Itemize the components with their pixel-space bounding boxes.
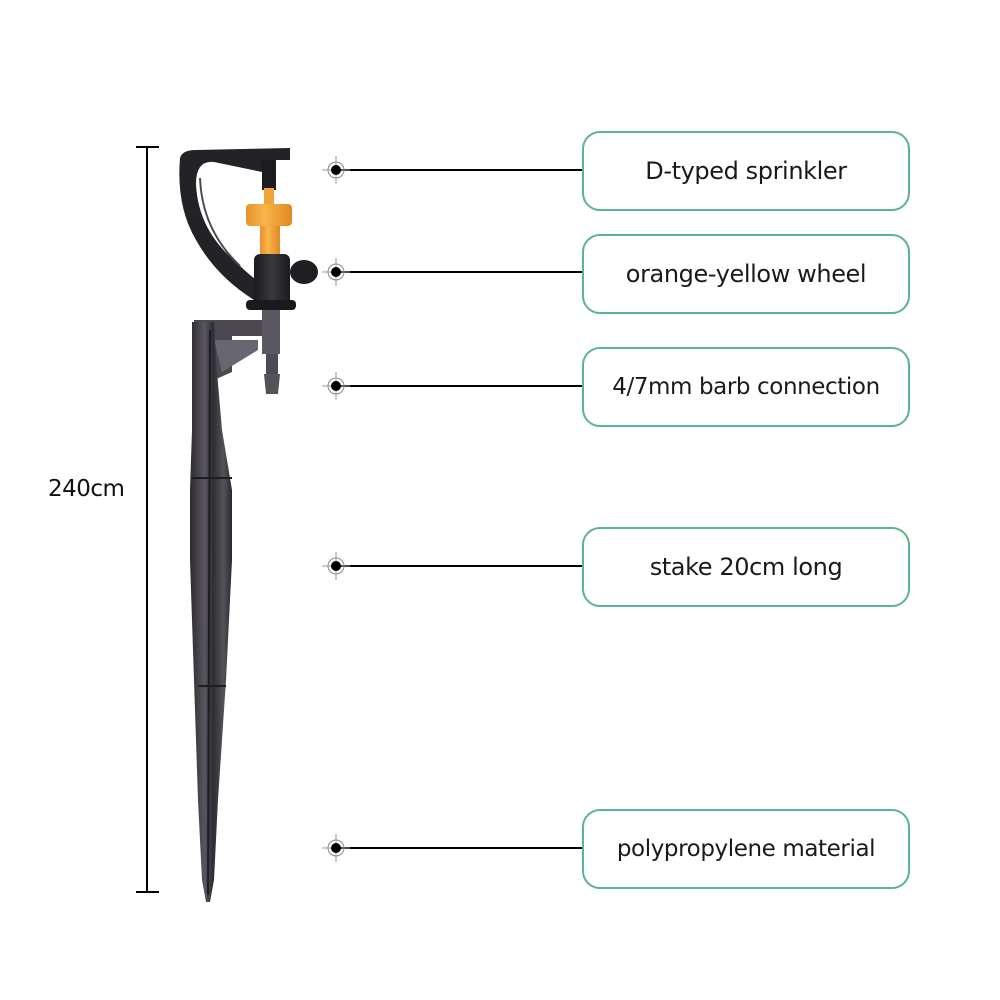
dimension-line [136, 146, 159, 893]
orange-yellow-wheel [246, 188, 292, 256]
callout-stake-length: stake 20cm long [582, 527, 910, 607]
leader-3 [322, 372, 582, 400]
leader-1 [322, 156, 582, 184]
callout-orange-yellow-wheel: orange-yellow wheel [582, 234, 910, 314]
sprinkler-body [246, 254, 318, 310]
leader-4 [322, 552, 582, 580]
nozzle-cap [262, 160, 276, 190]
callout-barb-connection: 4/7mm barb connection [582, 347, 910, 427]
callout-d-typed-sprinkler: D-typed sprinkler [582, 131, 910, 211]
leader-2 [322, 258, 582, 286]
leader-lines [322, 156, 582, 862]
barb-connector [262, 310, 280, 394]
callout-material: polypropylene material [582, 809, 910, 889]
leader-5 [322, 834, 582, 862]
stake [190, 322, 232, 902]
dimension-label: 240cm [48, 476, 125, 502]
